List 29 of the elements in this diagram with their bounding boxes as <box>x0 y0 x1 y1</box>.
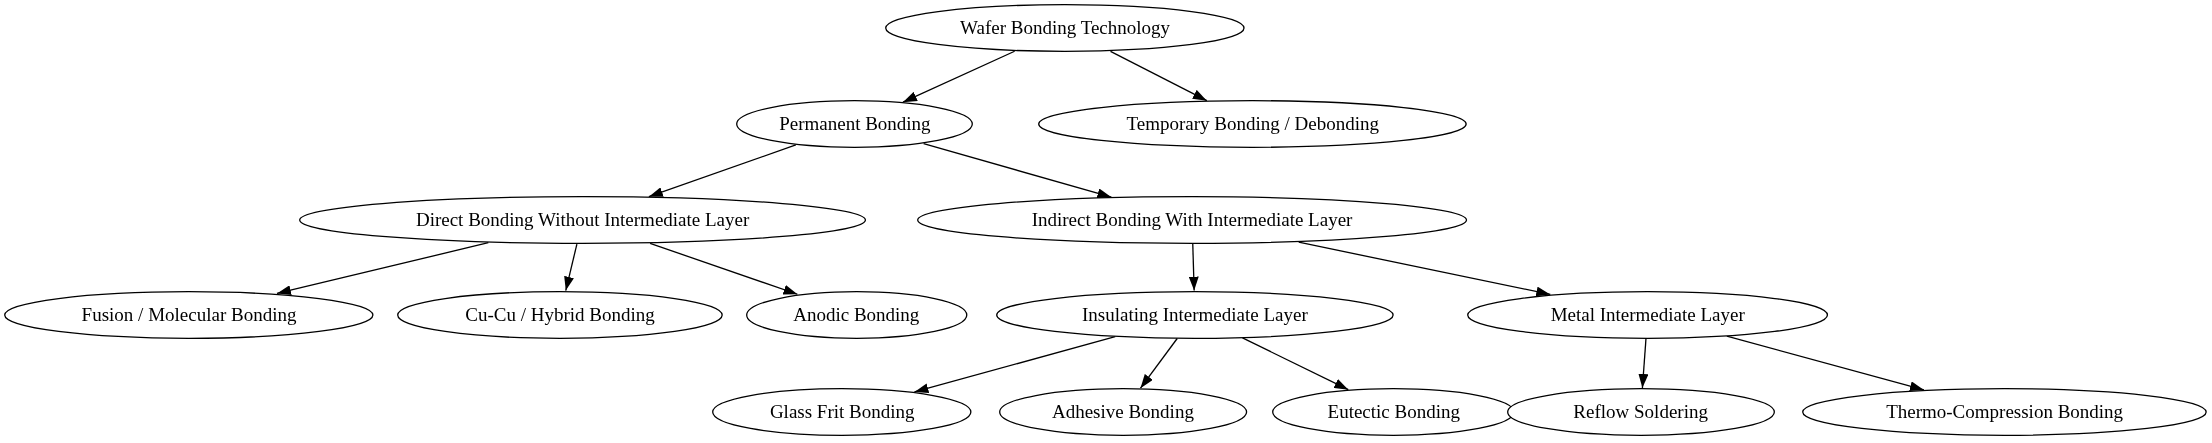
arrow <box>902 50 1016 103</box>
node-label: Thermo-Compression Bonding <box>1886 400 2124 423</box>
node-label: Wafer Bonding Technology <box>960 17 1171 40</box>
arrow <box>564 243 578 292</box>
arrow <box>276 242 489 296</box>
arrow <box>1241 337 1349 391</box>
node-label: Cu-Cu / Hybrid Bonding <box>465 303 655 326</box>
node-label: Indirect Bonding With Intermediate Layer <box>1031 209 1353 232</box>
arrow <box>922 143 1113 199</box>
arrow <box>1188 243 1199 292</box>
node-label: Fusion / Molecular Bonding <box>81 303 297 326</box>
node-label: Anodic Bonding <box>793 303 920 326</box>
node-label: Adhesive Bonding <box>1051 400 1194 423</box>
arrow <box>1139 337 1178 389</box>
node-label: Metal Intermediate Layer <box>1550 303 1745 326</box>
arrow <box>648 144 797 198</box>
arrow <box>1298 241 1551 297</box>
arrow <box>1638 337 1649 389</box>
node-label: Glass Frit Bonding <box>769 400 915 423</box>
arrow <box>649 242 799 295</box>
arrow <box>1726 335 1925 392</box>
node-label: Eutectic Bonding <box>1327 400 1460 423</box>
node-label: Insulating Intermediate Layer <box>1081 303 1308 326</box>
node-label: Direct Bonding Without Intermediate Layer <box>415 209 750 232</box>
node-label: Permanent Bonding <box>779 113 931 136</box>
arrow <box>913 335 1116 394</box>
node-label: Temporary Bonding / Debonding <box>1126 113 1379 136</box>
node-label: Reflow Soldering <box>1573 400 1708 423</box>
arrow <box>1109 50 1208 102</box>
